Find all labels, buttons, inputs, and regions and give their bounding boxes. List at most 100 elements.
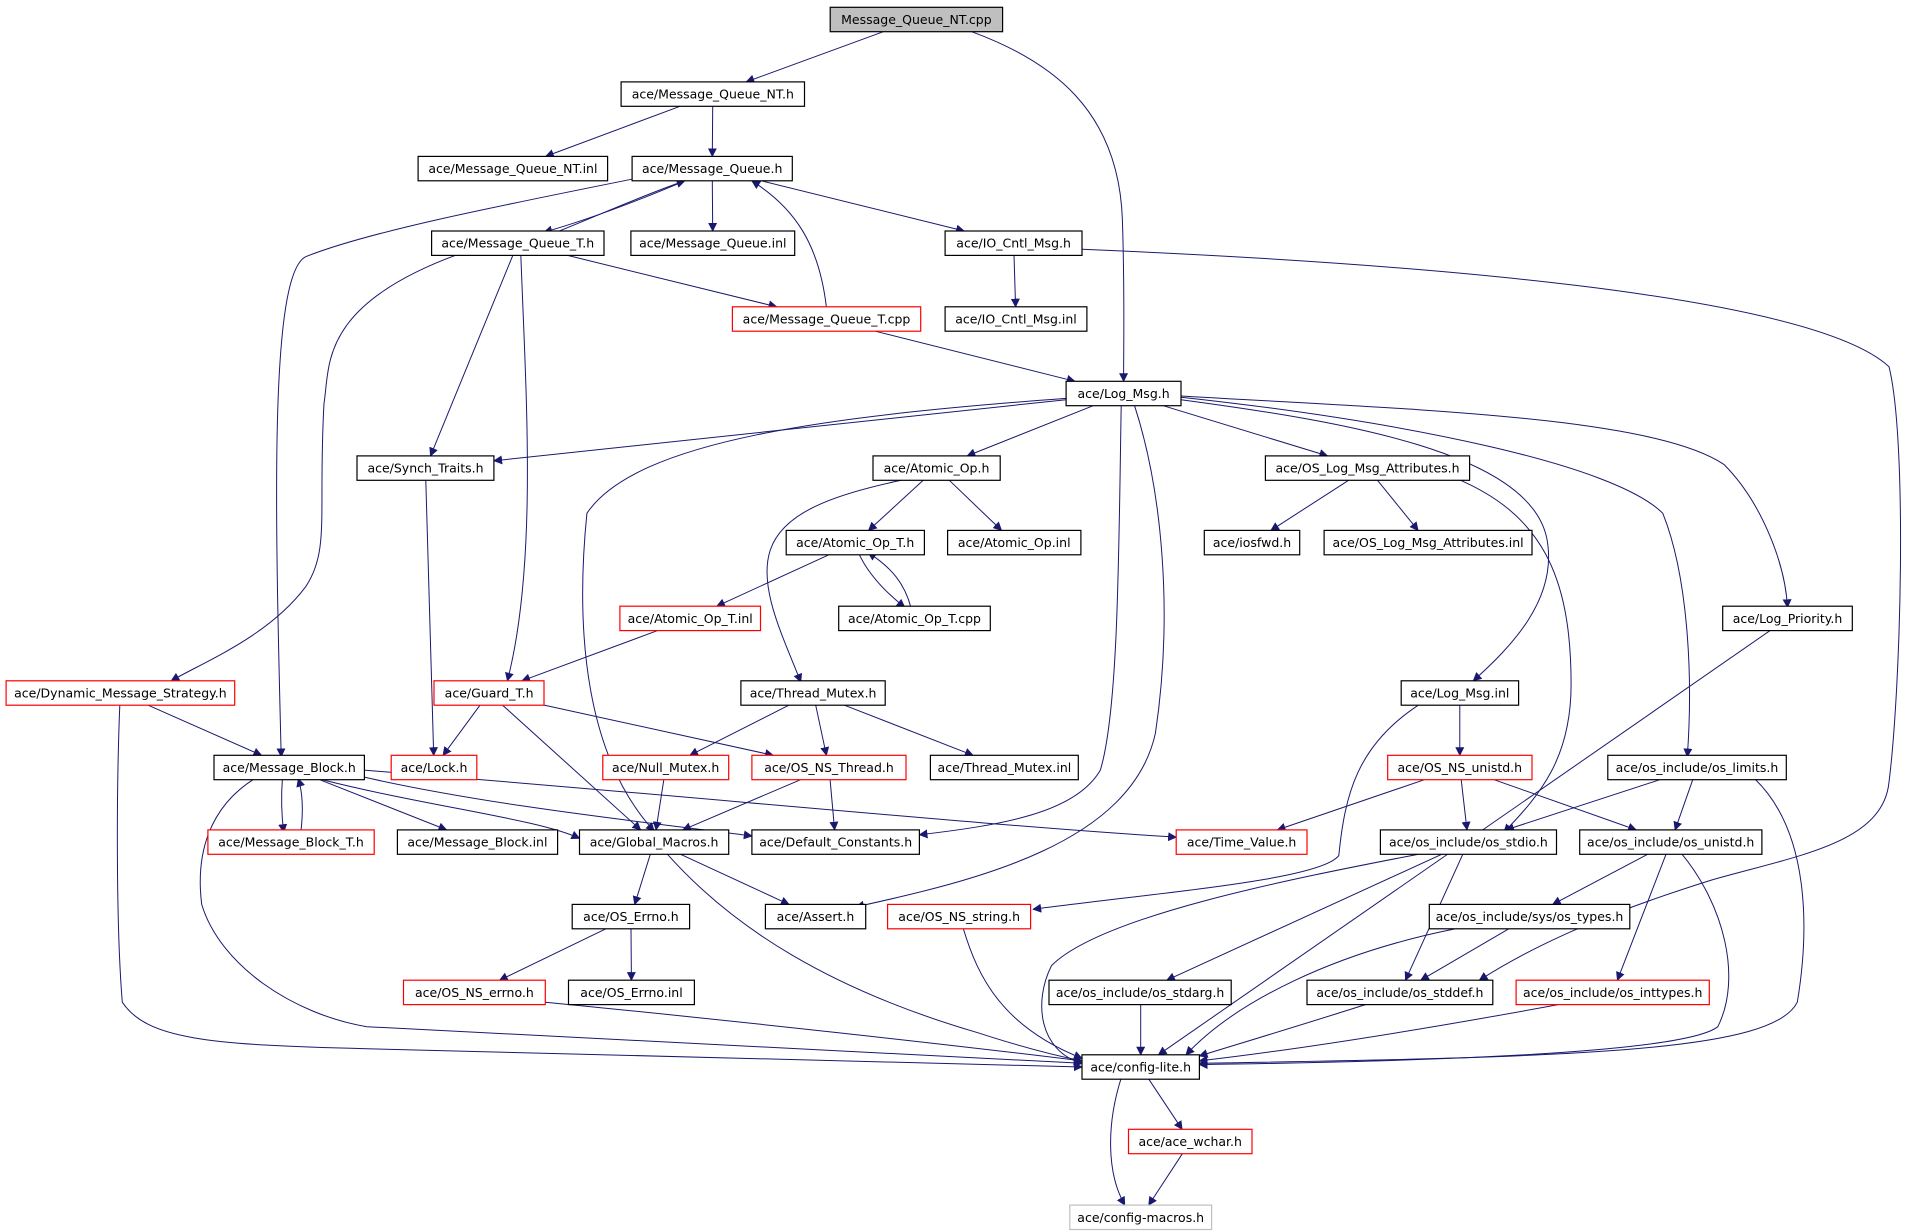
node-label: ace/Synch_Traits.h (367, 461, 483, 476)
edge-atomic_op_t_h-to-atomic_op_t_cpp (857, 552, 906, 608)
node-mq_nt_inl[interactable]: ace/Message_Queue_NT.inl (417, 155, 609, 182)
node-box (1127, 1128, 1253, 1155)
edge-os_unistd-to-os_sys_types (1551, 853, 1648, 905)
node-os_sys_types[interactable]: ace/os_include/sys/os_types.h (1428, 903, 1631, 930)
node-io_cntl_inl[interactable]: ace/IO_Cntl_Msg.inl (944, 306, 1088, 332)
node-log_msg_inl[interactable]: ace/Log_Msg.inl (1400, 680, 1520, 706)
node-mq_t_cpp[interactable]: ace/Message_Queue_T.cpp (731, 306, 922, 332)
node-iosfwd[interactable]: ace/iosfwd.h (1203, 529, 1301, 556)
node-synch_traits[interactable]: ace/Synch_Traits.h (356, 455, 495, 481)
edge-global_macros-to-config_lite (665, 852, 1083, 1064)
node-mq_t_h[interactable]: ace/Message_Queue_T.h (431, 230, 605, 256)
edge-os_limits-to-os_stdio (1505, 779, 1660, 832)
node-os_ns_string[interactable]: ace/OS_NS_string.h (886, 903, 1032, 930)
edge-os_stdio-to-os_stdarg (1165, 853, 1442, 981)
edge-os_ns_unistd-to-time_value (1276, 779, 1425, 832)
node-label: ace/Default_Constants.h (759, 835, 912, 850)
node-os_errno_h[interactable]: ace/OS_Errno.h (571, 903, 691, 930)
node-label: ace/OS_Log_Msg_Attributes.h (1275, 461, 1459, 476)
node-label: ace/Dynamic_Message_Strategy.h (14, 686, 227, 701)
node-label: ace/os_include/os_limits.h (1616, 760, 1779, 775)
node-mq_inl[interactable]: ace/Message_Queue.inl (630, 230, 796, 256)
node-os_limits[interactable]: ace/os_include/os_limits.h (1607, 754, 1787, 781)
node-os_log_attr_h[interactable]: ace/OS_Log_Msg_Attributes.h (1264, 455, 1471, 481)
node-log_priority[interactable]: ace/Log_Priority.h (1722, 605, 1853, 632)
node-null_mutex[interactable]: ace/Null_Mutex.h (602, 754, 730, 781)
node-msg_block_t[interactable]: ace/Message_Block_T.h (207, 829, 375, 855)
node-box (829, 6, 1004, 33)
node-atomic_op_inl[interactable]: ace/Atomic_Op.inl (946, 529, 1082, 556)
node-os_stdarg[interactable]: ace/os_include/os_stdarg.h (1048, 979, 1232, 1006)
edge-log_msg_h-to-os_log_attr_h (1163, 405, 1329, 458)
node-log_msg_h[interactable]: ace/Log_Msg.h (1065, 380, 1182, 407)
node-label: ace/Atomic_Op.h (884, 461, 990, 476)
node-lock_h[interactable]: ace/Lock.h (390, 754, 478, 781)
node-config_lite[interactable]: ace/config-lite.h (1081, 1054, 1201, 1080)
node-os_stdio[interactable]: ace/os_include/os_stdio.h (1379, 829, 1558, 855)
node-msg_block_h[interactable]: ace/Message_Block.h (213, 754, 365, 781)
node-box (872, 455, 1001, 481)
edge-mq_t_h-to-mq_t_cpp (567, 254, 778, 310)
node-os_errno_inl[interactable]: ace/OS_Errno.inl (567, 979, 696, 1006)
node-label: ace/os_include/os_inttypes.h (1523, 985, 1702, 1000)
node-label: ace/os_include/os_stdarg.h (1056, 985, 1225, 1000)
node-os_ns_errno[interactable]: ace/OS_NS_errno.h (402, 979, 546, 1006)
node-thread_mutex_h[interactable]: ace/Thread_Mutex.h (740, 680, 886, 706)
node-label: ace/Log_Msg.h (1078, 386, 1170, 401)
edge-os_errno_h-to-os_ns_errno (498, 928, 606, 981)
node-label: ace/Atomic_Op_T.inl (628, 611, 753, 626)
node-mq_h[interactable]: ace/Message_Queue.h (631, 155, 793, 182)
edge-thread_mutex_h-to-thread_mutex_inl (844, 704, 974, 757)
node-global_macros[interactable]: ace/Global_Macros.h (578, 829, 730, 855)
node-atomic_op_t_h[interactable]: ace/Atomic_Op_T.h (785, 529, 926, 556)
edge-mq_t_cpp-to-mq_h (751, 180, 827, 309)
node-time_value[interactable]: ace/Time_Value.h (1175, 829, 1308, 855)
node-msg_block_inl[interactable]: ace/Message_Block.inl (396, 829, 559, 855)
node-ace_wchar[interactable]: ace/ace_wchar.h (1127, 1128, 1253, 1155)
edge-msg_block_h-to-msg_block_inl (319, 779, 448, 832)
node-assert_h[interactable]: ace/Assert.h (764, 903, 867, 930)
node-os_inttypes[interactable]: ace/os_include/os_inttypes.h (1515, 979, 1710, 1006)
node-label: ace/Time_Value.h (1187, 835, 1297, 850)
edge-global_macros-to-os_errno_h (632, 854, 651, 906)
node-os_stddef[interactable]: ace/os_include/os_stddef.h (1306, 979, 1494, 1006)
node-label: ace/Message_Queue_T.h (441, 236, 594, 251)
node-os_unistd[interactable]: ace/os_include/os_unistd.h (1579, 829, 1763, 855)
edge-mq_t_cpp-to-log_msg_h (875, 330, 1076, 384)
edge-os_unistd-to-os_inttypes (1616, 854, 1667, 982)
edge-thread_mutex_h-to-os_ns_thread (815, 705, 830, 757)
edge-atomic_op_t_cpp-to-atomic_op_t_h (867, 551, 912, 608)
node-label: ace/IO_Cntl_Msg.inl (955, 312, 1077, 327)
node-label: ace/Message_Block_T.h (218, 835, 364, 850)
node-config_macros[interactable]: ace/config-macros.h (1069, 1204, 1213, 1231)
node-box (1400, 680, 1520, 706)
node-guard_t[interactable]: ace/Guard_T.h (433, 680, 545, 706)
node-box (838, 605, 991, 632)
node-default_consts[interactable]: ace/Default_Constants.h (751, 829, 921, 855)
node-box (356, 455, 495, 481)
edge-msg_block_h-to-default_consts (354, 774, 753, 840)
node-atomic_op_h[interactable]: ace/Atomic_Op.h (872, 455, 1001, 481)
node-box (619, 605, 762, 632)
node-dyn_strategy[interactable]: ace/Dynamic_Message_Strategy.h (5, 680, 236, 706)
node-thread_mutex_inl[interactable]: ace/Thread_Mutex.inl (929, 754, 1079, 781)
node-box (740, 680, 886, 706)
node-box (764, 903, 867, 930)
node-box (578, 829, 730, 855)
edge-os_sys_types-to-config_lite (1185, 928, 1456, 1056)
node-mq_nt_h[interactable]: ace/Message_Queue_NT.h (620, 81, 806, 107)
node-os_log_attr_inl[interactable]: ace/OS_Log_Msg_Attributes.inl (1323, 529, 1533, 556)
node-label: ace/iosfwd.h (1213, 535, 1291, 550)
node-io_cntl_h[interactable]: ace/IO_Cntl_Msg.h (944, 230, 1083, 256)
node-os_ns_thread[interactable]: ace/OS_NS_Thread.h (751, 754, 907, 781)
edge-dyn_strategy-to-msg_block_h (147, 704, 263, 757)
node-box (929, 754, 1079, 781)
node-atomic_op_t_inl[interactable]: ace/Atomic_Op_T.inl (619, 605, 762, 632)
edge-os_log_attr_h-to-iosfwd (1270, 479, 1349, 531)
node-label: ace/OS_Errno.h (583, 909, 678, 924)
node-box (402, 979, 546, 1006)
node-atomic_op_t_cpp[interactable]: ace/Atomic_Op_T.cpp (838, 605, 991, 632)
edge-msg_block_h-to-msg_block_t (278, 778, 288, 834)
node-os_ns_unistd[interactable]: ace/OS_NS_unistd.h (1387, 754, 1533, 781)
node-box (1306, 979, 1494, 1006)
